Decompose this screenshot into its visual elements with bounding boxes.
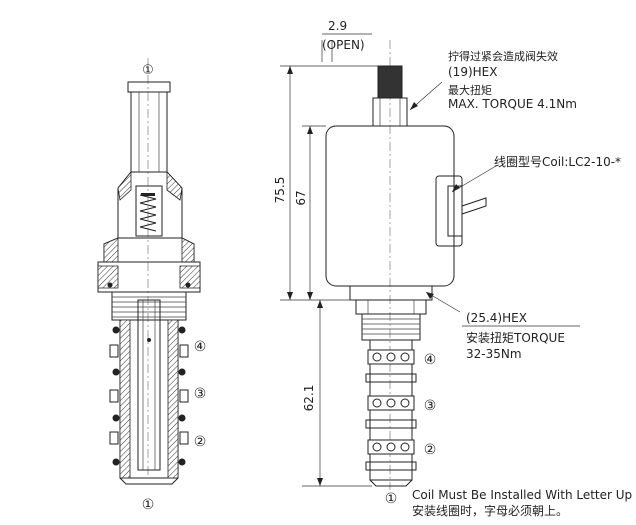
coil-height-dimension: 67 bbox=[294, 190, 308, 205]
installation-note: Coil Must Be Installed With Letter Up 安装… bbox=[412, 488, 632, 518]
install-torque-value: 32-35Nm bbox=[466, 347, 522, 361]
note-line-2: 安装线圈时，字母必须朝上。 bbox=[412, 503, 568, 518]
section-port-2-label: ② bbox=[194, 434, 207, 450]
external-view: ④ ③ ② ① bbox=[325, 40, 487, 507]
coil-model-label: 线圈型号Coil:LC2-10-* bbox=[494, 155, 621, 169]
install-torque-label: 安装扭矩TORQUE bbox=[466, 330, 565, 345]
stroke-dimension: 2.9 bbox=[328, 19, 347, 33]
cartridge-length-dimension: 62.1 bbox=[302, 385, 316, 412]
section-port-4-label: ④ bbox=[194, 339, 207, 355]
max-torque-cn: 最大扭矩 bbox=[448, 83, 492, 97]
section-port-3-label: ③ bbox=[194, 386, 207, 402]
coil-hex-note-cn: 拧得过紧会造成阀失效 bbox=[448, 49, 558, 63]
section-port-top-label: ① bbox=[142, 63, 154, 78]
body-hex-label: (25.4)HEX bbox=[466, 311, 527, 325]
section-port-1-label: ① bbox=[142, 497, 155, 513]
overall-height-dimension: 75.5 bbox=[273, 177, 287, 204]
side-port-3-label: ③ bbox=[424, 398, 437, 414]
max-torque-label: MAX. TORQUE 4.1Nm bbox=[448, 97, 577, 111]
callouts: 拧得过紧会造成阀失效 (19)HEX 最大扭矩 MAX. TORQUE 4.1N… bbox=[409, 49, 621, 361]
stroke-note: (OPEN) bbox=[322, 38, 365, 52]
coil-hex-label: (19)HEX bbox=[448, 65, 497, 79]
section-view: ① ④ ③ ② ① bbox=[97, 58, 207, 513]
side-port-2-label: ② bbox=[424, 442, 437, 458]
side-port-4-label: ④ bbox=[424, 352, 437, 368]
dimension-lines: 2.9 (OPEN) 75.5 67 62.1 bbox=[273, 19, 380, 487]
side-port-1-label: ① bbox=[385, 491, 398, 507]
note-line-1: Coil Must Be Installed With Letter Up bbox=[412, 488, 632, 502]
